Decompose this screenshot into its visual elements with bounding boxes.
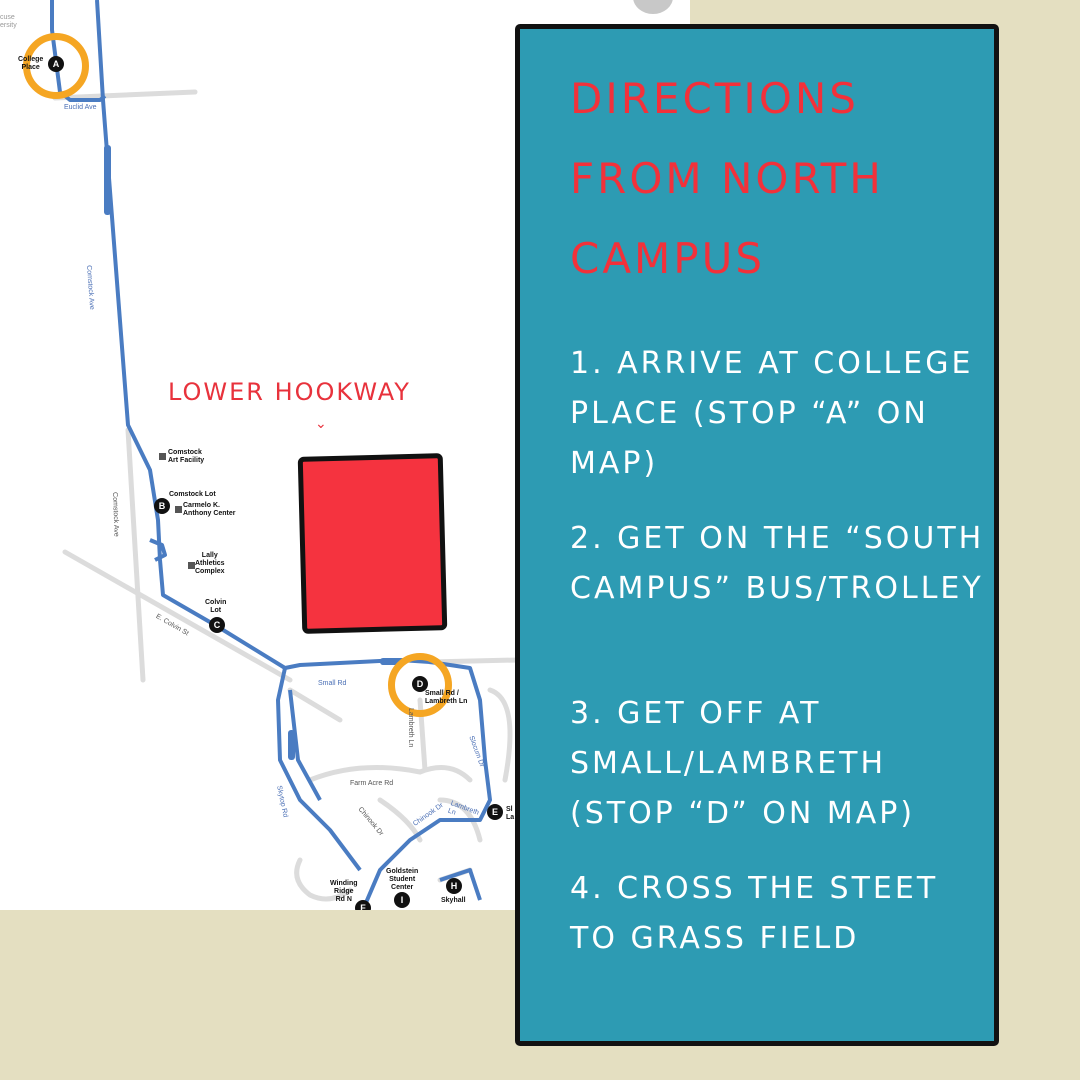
corner-label: cuse ersity — [0, 14, 17, 29]
carmelo-anthony-label: Carmelo K. Anthony Center — [183, 502, 236, 517]
comstock-art-building-icon — [159, 453, 166, 460]
stop-d-highlight-ring — [388, 653, 452, 717]
euclid-ave-label: Euclid Ave — [64, 104, 97, 111]
stop-e-marker[interactable]: E — [487, 804, 503, 820]
skyhall-label: Skyhall — [441, 897, 466, 904]
stop-c-marker[interactable]: C — [209, 617, 225, 633]
stop-e-label: Sl La — [506, 806, 515, 821]
small-lambreth-label: Small Rd / Lambreth Ln — [425, 690, 468, 705]
comstock-ave-label-2: Comstock Ave — [111, 492, 120, 537]
directions-panel: Directions from North Campus 1. Arrive a… — [515, 24, 999, 1046]
stop-d-marker[interactable]: D — [412, 676, 428, 692]
college-place-label: College Place — [18, 56, 44, 71]
small-rd-label: Small Rd — [318, 680, 347, 687]
carmelo-building-icon — [175, 506, 182, 513]
lally-athletics-label: Lally Athletics Complex — [195, 552, 225, 575]
goldstein-center-label: Goldstein Student Center — [386, 868, 419, 891]
comstock-art-label: Comstock Art Facility — [168, 449, 205, 464]
colvin-lot-label: Colvin Lot — [205, 599, 227, 614]
stop-a-marker[interactable]: A — [48, 56, 64, 72]
stop-f-marker[interactable]: F — [355, 900, 371, 910]
step-1: 1. Arrive at College Place (Stop “A” on … — [570, 346, 974, 481]
step-3: 3. Get off at Small/Lambreth (Stop “D” o… — [570, 696, 916, 831]
winding-ridge-label: Winding Ridge Rd N — [330, 880, 358, 903]
lower-hookway-note: LOWER HOOKWAY — [168, 378, 411, 406]
stop-b-marker[interactable]: B — [154, 498, 170, 514]
stop-i-marker[interactable]: I — [394, 892, 410, 908]
info-icon — [633, 0, 673, 14]
lambreth-ln-label-2: Lambreth Ln — [407, 708, 414, 748]
panel-title: Directions from North Campus — [570, 74, 884, 283]
stop-a-highlight-ring — [23, 33, 89, 99]
lower-hookway-highlight — [297, 453, 448, 634]
note-pointer-icon: ⌄ — [315, 416, 327, 432]
lally-building-icon — [188, 562, 195, 569]
comstock-lot-label: Comstock Lot — [169, 491, 216, 498]
stop-h-marker[interactable]: H — [446, 878, 462, 894]
step-4: 4. Cross the steet to grass field — [570, 871, 939, 956]
farm-acre-rd-label: Farm Acre Rd — [350, 780, 394, 787]
step-2: 2. Get on the “South Campus” bus/trolley — [570, 521, 985, 606]
